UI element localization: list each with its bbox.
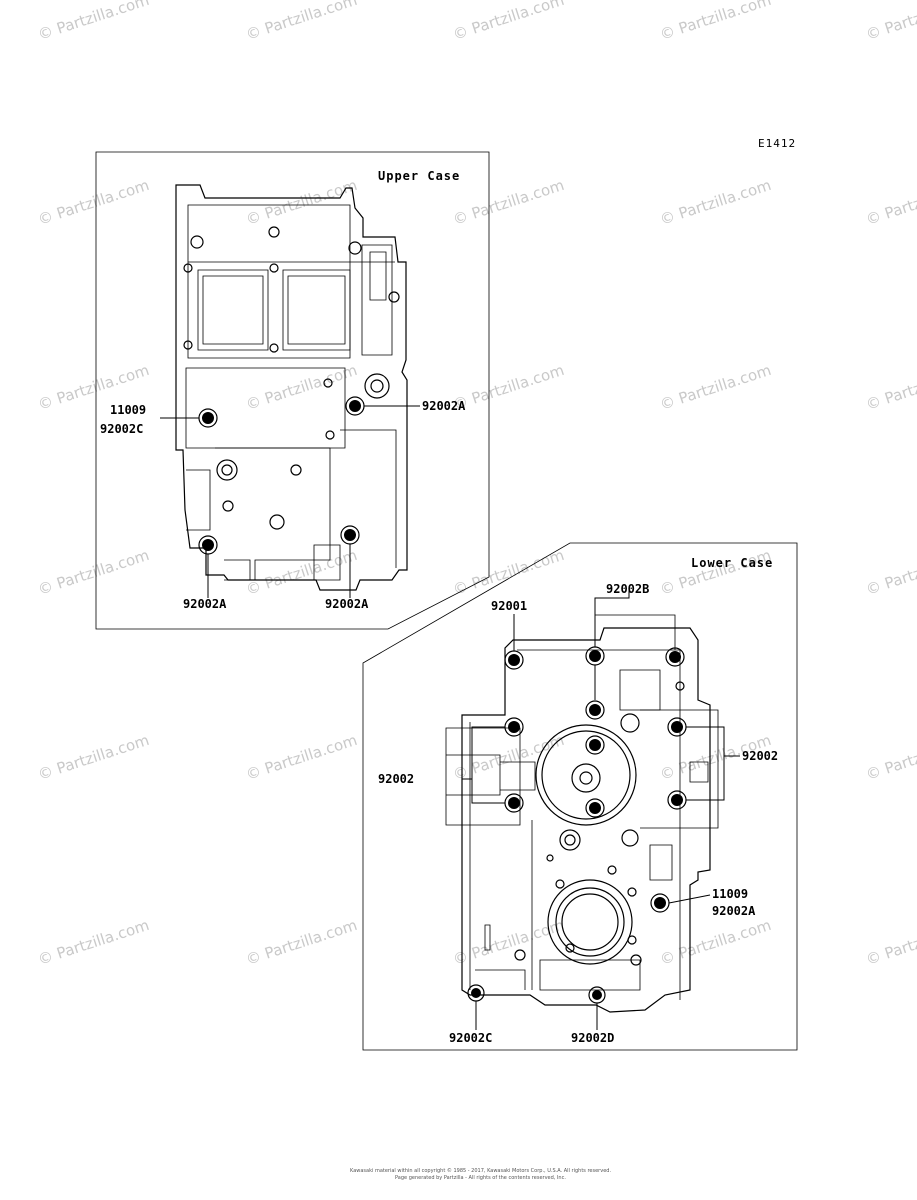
bolt-92002b-top — [589, 650, 601, 662]
lower-label-11009: 11009 — [712, 887, 748, 901]
watermark-text: © Partzilla.com — [36, 176, 152, 229]
diagram-code: E1412 — [758, 137, 796, 150]
bolt-center-top — [589, 739, 601, 751]
watermark-text: © Partzilla.com — [864, 176, 917, 229]
lower-label-92002b: 92002B — [606, 582, 649, 596]
watermark-text: © Partzilla.com — [244, 546, 360, 599]
watermark-text: © Partzilla.com — [451, 731, 567, 784]
upper-case-panel: Upper Case — [95, 151, 490, 630]
bolt-11009-92002c-upper — [202, 412, 214, 424]
watermark-text: © Partzilla.com — [244, 176, 360, 229]
upper-label-92002c: 92002C — [100, 422, 143, 436]
upper-case-title: Upper Case — [378, 169, 460, 183]
bolt-92002b-lower — [589, 704, 601, 716]
watermark-text: © Partzilla.com — [244, 0, 360, 44]
lower-label-92002c: 92002C — [449, 1031, 492, 1045]
upper-label-11009: 11009 — [110, 403, 146, 417]
lower-case-panel: Lower Case — [362, 542, 798, 1051]
bolt-11009-92002a-lower — [654, 897, 666, 909]
watermark-text: © Partzilla.com — [864, 731, 917, 784]
bolt-92002-left-top — [508, 721, 520, 733]
footer-copyright-line-1: Kawasaki material within all copyright ©… — [350, 1167, 611, 1174]
watermark-text: © Partzilla.com — [658, 361, 774, 414]
lower-label-92002a: 92002A — [712, 904, 756, 918]
bolt-center-bottom — [589, 802, 601, 814]
bolt-92002a-upper-right — [349, 400, 361, 412]
lower-label-92001: 92001 — [491, 599, 527, 613]
upper-case-frame — [95, 151, 490, 630]
bolt-92002a-upper-bottom-left — [202, 539, 214, 551]
bolt-92002-left-bottom — [508, 797, 520, 809]
lower-label-92002-left: 92002 — [378, 772, 414, 786]
lower-case-drawing — [445, 614, 719, 1013]
watermark-text: © Partzilla.com — [36, 0, 152, 44]
watermark-text: © Partzilla.com — [864, 916, 917, 969]
watermark-text: © Partzilla.com — [36, 731, 152, 784]
bolt-top-right — [669, 651, 681, 663]
watermark-text: © Partzilla.com — [864, 361, 917, 414]
lower-case-frame — [362, 542, 798, 1051]
watermark-text: © Partzilla.com — [658, 916, 774, 969]
watermark-text: © Partzilla.com — [451, 916, 567, 969]
watermark-text: © Partzilla.com — [244, 916, 360, 969]
watermark-text: © Partzilla.com — [864, 0, 917, 44]
upper-label-92002a-bottom-left: 92002A — [183, 597, 227, 611]
upper-label-92002a-bottom-right: 92002A — [325, 597, 369, 611]
watermark-text: © Partzilla.com — [451, 0, 567, 44]
watermark-text: © Partzilla.com — [658, 176, 774, 229]
watermark-text: © Partzilla.com — [244, 731, 360, 784]
bolt-92002a-upper-bottom-right — [344, 529, 356, 541]
watermark-text: © Partzilla.com — [451, 176, 567, 229]
watermark-text: © Partzilla.com — [244, 361, 360, 414]
bolt-92002-right-top — [671, 721, 683, 733]
lower-label-92002-right: 92002 — [742, 749, 778, 763]
upper-case-drawing — [175, 184, 408, 591]
bolt-92002d-lower — [592, 990, 602, 1000]
watermark-text: © Partzilla.com — [36, 916, 152, 969]
bolt-92002c-lower — [471, 988, 481, 998]
bolt-92001 — [508, 654, 520, 666]
upper-label-92002a-right: 92002A — [422, 399, 466, 413]
lower-case-title: Lower Case — [691, 556, 773, 570]
footer-copyright-line-2: Page generated by Partzilla - All rights… — [395, 1175, 566, 1181]
watermark-text: © Partzilla.com — [36, 546, 152, 599]
bolt-92002-right-bottom — [671, 794, 683, 806]
watermark-text: © Partzilla.com — [658, 0, 774, 44]
watermark-text: © Partzilla.com — [864, 546, 917, 599]
watermark-text: © Partzilla.com — [451, 361, 567, 414]
watermark-text: © Partzilla.com — [451, 546, 567, 599]
lower-label-92002d: 92002D — [571, 1031, 614, 1045]
watermark-text: © Partzilla.com — [658, 546, 774, 599]
